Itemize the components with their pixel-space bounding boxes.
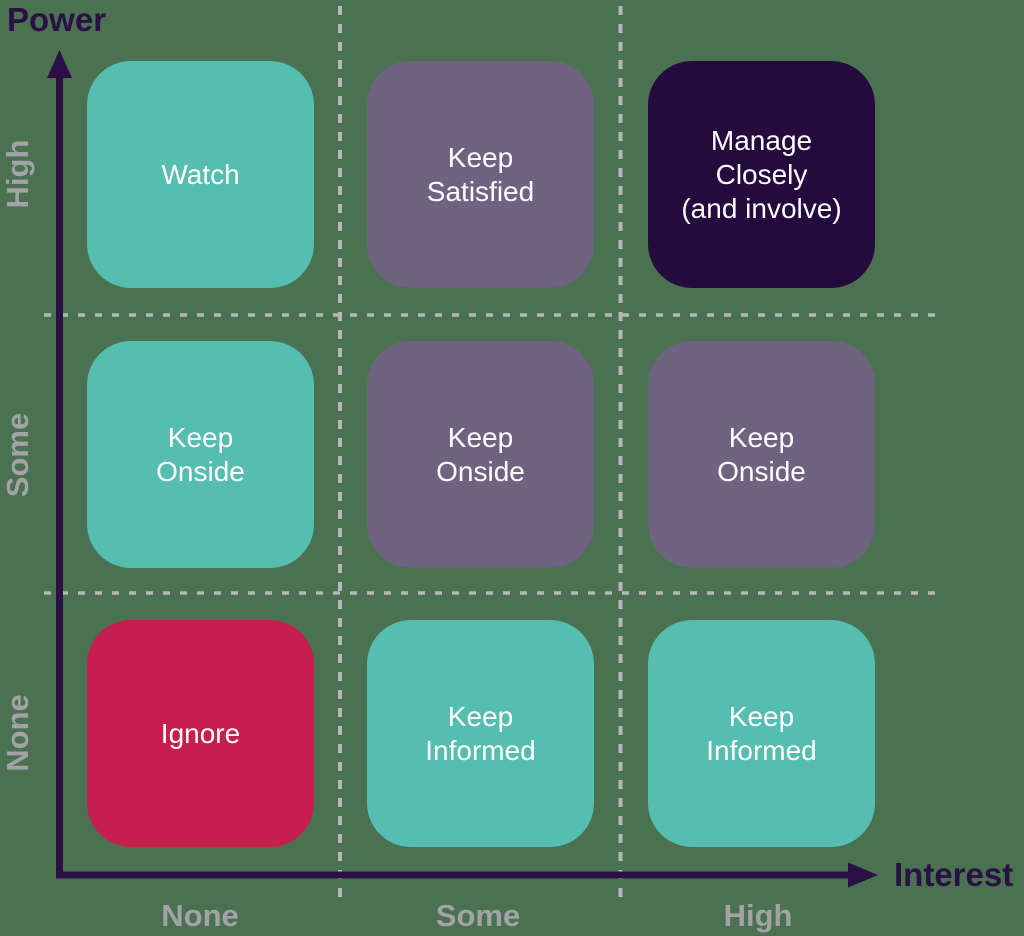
cell-keep-informed-label: Keep Informed [706, 700, 817, 766]
cell-ignore-label: Ignore [160, 717, 241, 749]
x-axis-title: Interest [894, 856, 1014, 893]
x-tick-some: Some [435, 898, 521, 933]
x-axis-arrow-icon [848, 862, 878, 888]
cell-keep-onside-some-interest: Keep Onside [367, 341, 594, 568]
y-axis-title: Power [7, 1, 107, 38]
cell-keep-satisfied-label: Keep Satisfied [426, 141, 535, 207]
cell-keep-satisfied: Keep Satisfied [367, 61, 594, 288]
y-axis-arrow-icon [47, 50, 72, 78]
cell-keep-informed-label: Keep Informed [425, 700, 536, 766]
cell-keep-informed-some-interest: Keep Informed [367, 620, 594, 847]
cell-keep-informed-high-interest: Keep Informed [648, 620, 875, 847]
cell-keep-onside-label: Keep Onside [717, 421, 806, 487]
cell-keep-onside-none-interest: Keep Onside [87, 341, 314, 568]
cell-manage-closely: Manage Closely (and involve) [648, 61, 875, 288]
y-tick-some: Some [0, 412, 35, 498]
x-tick-none: None [161, 898, 239, 933]
cell-ignore: Ignore [87, 620, 314, 847]
cell-keep-onside-label: Keep Onside [156, 421, 245, 487]
cell-keep-onside-high-interest: Keep Onside [648, 341, 875, 568]
y-tick-none: None [0, 694, 35, 772]
cell-manage-closely-label: Manage Closely (and involve) [681, 124, 842, 224]
cell-watch: Watch [87, 61, 314, 288]
cell-watch-label: Watch [161, 158, 240, 190]
y-tick-high: High [0, 139, 35, 209]
cell-keep-onside-label: Keep Onside [436, 421, 525, 487]
x-tick-high: High [723, 898, 793, 933]
